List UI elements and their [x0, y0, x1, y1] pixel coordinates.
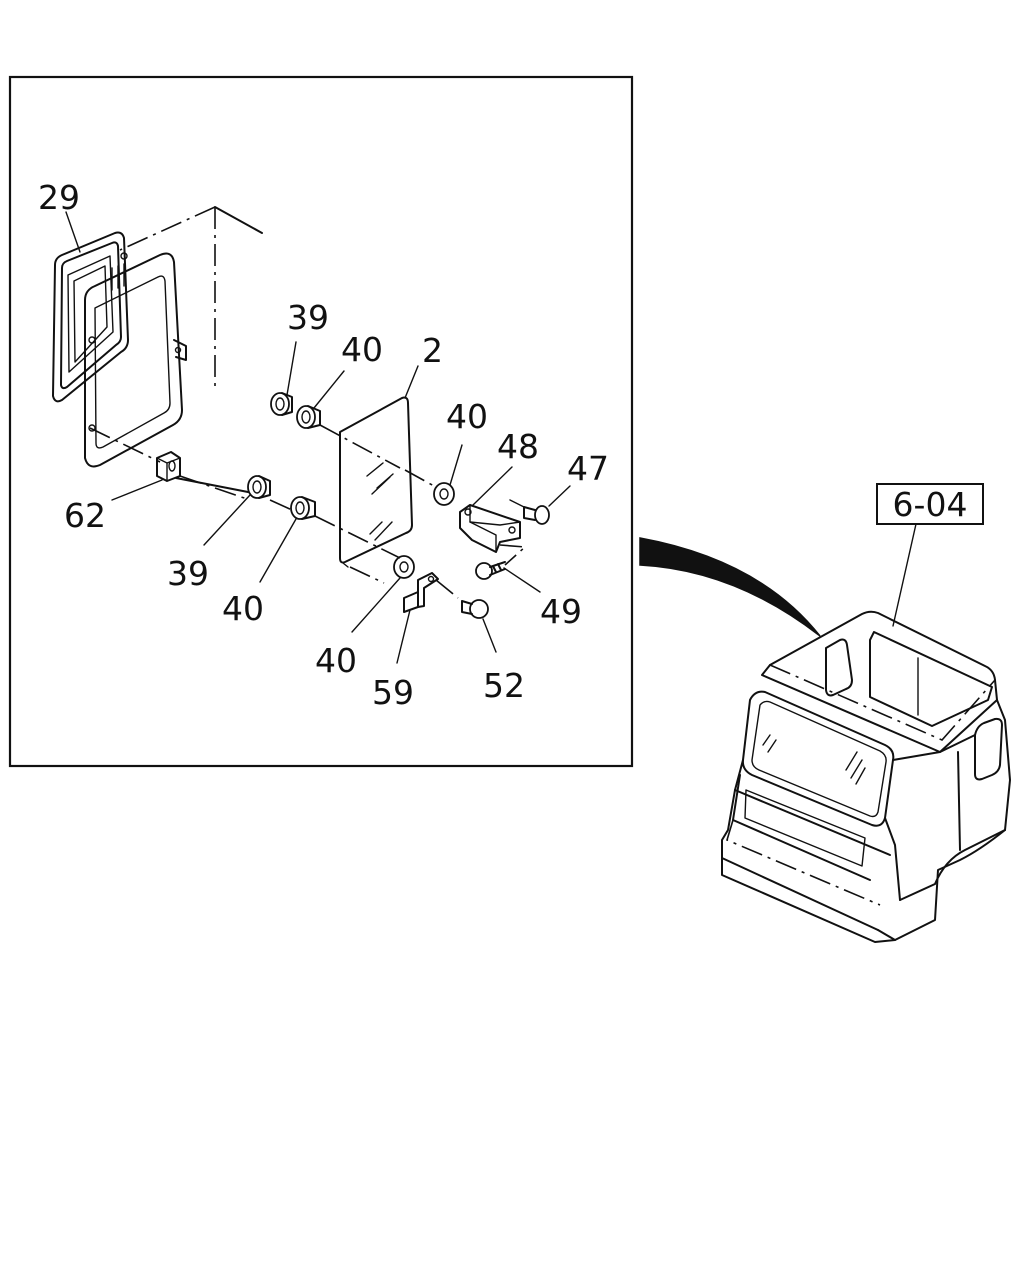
screw-part-52 — [461, 599, 489, 619]
callout-40-right: 40 — [446, 397, 488, 436]
reference-leader — [892, 523, 917, 627]
weatherstrip-part-29 — [52, 231, 129, 403]
callout-59: 59 — [372, 673, 414, 712]
screw-part-47 — [523, 505, 550, 525]
window-frame — [84, 252, 187, 468]
callout-47: 47 — [567, 449, 609, 488]
washer-part-40-right — [433, 482, 455, 506]
bushing-part-39-top — [270, 392, 293, 416]
callout-39-bottom: 39 — [167, 554, 209, 593]
bracket-part-59 — [403, 572, 439, 613]
stopper-part-62 — [156, 451, 181, 482]
glass-part-2 — [339, 396, 413, 564]
callout-40-lower: 40 — [315, 641, 357, 680]
callout-48: 48 — [497, 427, 539, 466]
cab-wall-reference — [119, 206, 263, 390]
reference-section: 6-04 — [893, 485, 968, 524]
callout-52: 52 — [483, 666, 525, 705]
detail-frame — [8, 75, 634, 768]
callout-49: 49 — [540, 592, 582, 631]
location-arrow — [639, 537, 821, 637]
assembly-lines — [89, 424, 527, 599]
reference-box — [876, 483, 984, 525]
callout-39-top: 39 — [287, 298, 329, 337]
bushing-part-40-bottom — [290, 496, 316, 520]
callout-62: 62 — [64, 496, 106, 535]
latch-part-48 — [459, 504, 521, 553]
bushing-part-40-top — [296, 405, 321, 429]
leader-lines — [65, 211, 571, 664]
truck-cab-illustration — [721, 610, 1011, 943]
bushing-part-39-bottom — [247, 475, 271, 499]
callout-2: 2 — [422, 331, 443, 370]
callout-40-bottom: 40 — [222, 589, 264, 628]
callout-40-top: 40 — [341, 330, 383, 369]
washer-part-40-lower — [393, 555, 415, 579]
callout-29: 29 — [38, 178, 80, 217]
screw-part-49 — [475, 561, 506, 580]
